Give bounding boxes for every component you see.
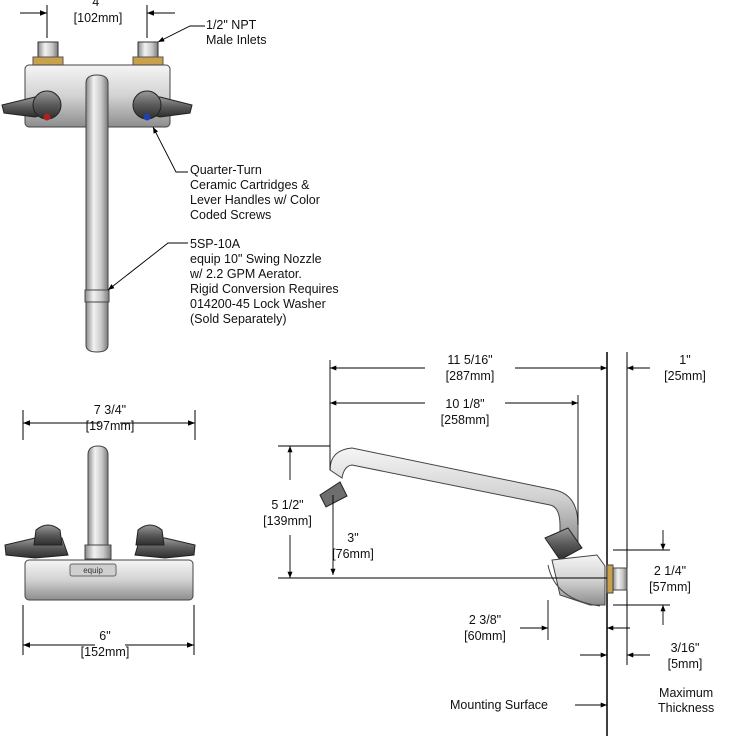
dim-side-height: 5 1/2"[139mm] xyxy=(263,498,312,528)
dim-top-center: 4"[102mm] xyxy=(73,0,123,25)
dim-side-wall: 1"[25mm] xyxy=(664,353,706,383)
callout-leaders xyxy=(107,25,205,291)
dim-side-inlet: 2 1/4"[57mm] xyxy=(649,564,691,594)
dim-front-centers: 6"[152mm] xyxy=(80,629,130,659)
dim-front-width: 7 3/4"[197mm] xyxy=(85,403,135,433)
callout-mounting-surface: Mounting Surface xyxy=(450,698,548,712)
dim-side-outlet: 3"[76mm] xyxy=(332,531,374,561)
dim-side-bracket: 2 3/8"[60mm] xyxy=(464,613,506,643)
front-view: equip xyxy=(4,410,196,655)
dim-side-thickness: 3/16"[5mm] xyxy=(667,641,703,671)
dim-side-overall: 11 5/16"[287mm] xyxy=(445,353,495,383)
dim-side-reach: 10 1/8"[258mm] xyxy=(440,397,490,427)
top-view xyxy=(1,5,193,353)
side-view xyxy=(278,352,670,736)
equip-logo: equip xyxy=(83,566,103,575)
